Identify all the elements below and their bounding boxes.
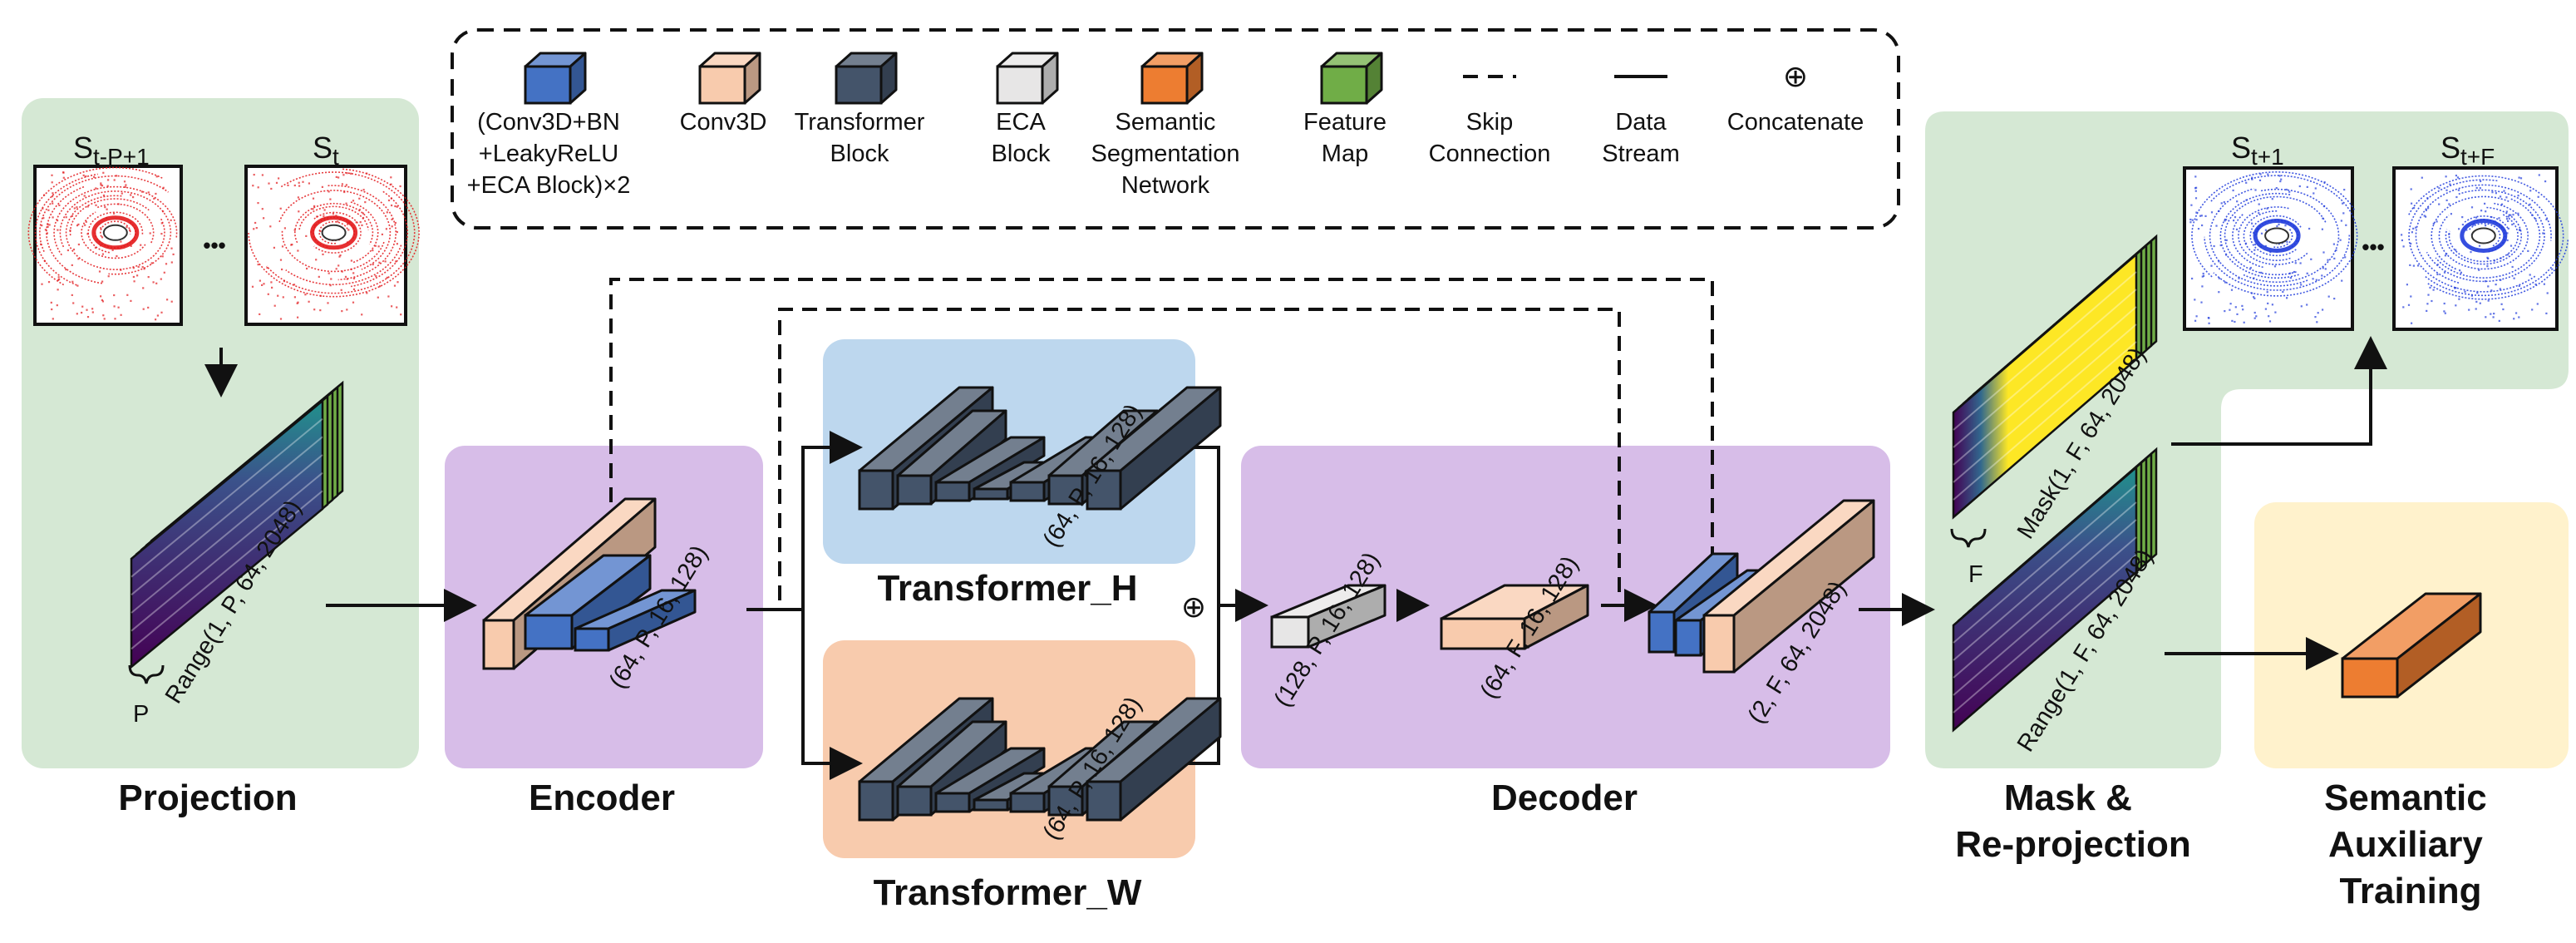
p-label: P [133,701,149,728]
decoder-conv3d-block [1440,584,1589,650]
decoder-conv3d-final [1702,499,1875,674]
stage-title-semantic: Semantic Auxiliary Training [2324,778,2497,911]
output-scan-first-label: St+1 [2231,131,2284,170]
range-in-feature-stack [130,380,344,669]
decoder-eca-block [1270,584,1387,649]
stage-title-decoder: Decoder [1491,778,1638,818]
encoder-block-2 [574,589,697,652]
stage-title-mask-reprojection: Mask & Re-projection [1955,778,2191,865]
p-brace [128,664,165,684]
concatenate-symbol: ⊕ [1181,590,1206,624]
input-scan-first [27,165,183,326]
legend-icon-3 [996,52,1059,105]
mask-feature-stack [1952,234,2158,520]
decoder-blocks [1270,499,1875,674]
semantic-network-block [2341,592,2482,699]
legend-box [451,28,1900,230]
skip-connection-outer [609,278,1714,597]
legend-label-8: Concatenate [1727,109,1864,136]
stage-title-transformer-w: Transformer_W [874,872,1142,913]
stage-title-encoder: Encoder [529,778,675,818]
transformer-w-block [858,697,1222,822]
semantic-segmentation-network [2341,592,2482,699]
legend-icon-2 [835,52,898,105]
output-scan-last-label: St+F [2441,131,2495,170]
legend-icon-4 [1140,52,1204,105]
range-out-feature-stack [1952,447,2158,733]
input-scan-first-label: St-P+1 [73,131,150,170]
tf-block-g [1086,386,1222,511]
legend-icon-5 [1320,52,1383,105]
output-scan-last [2392,166,2569,331]
legend-texts: (Conv3D+BN+LeakyReLU+ECA Block)×2 Conv3D T… [467,109,1864,199]
input-scans-ellipsis: ••• [203,233,225,258]
f-label: F [1968,561,1983,588]
legend-concat-icon: ⊕ [1783,59,1808,93]
output-scans-ellipsis: ••• [2362,235,2384,259]
stage-title-transformer-h: Transformer_H [877,568,1137,609]
input-scan-last [244,165,420,326]
encoder-blocks [482,497,697,670]
output-scan-first [2183,166,2358,331]
legend-icon-0 [524,52,587,105]
input-scan-last-label: St [313,131,339,170]
tf-block-g [1086,697,1222,822]
stage-title-projection: Projection [118,778,297,818]
legend-icon-1 [698,52,761,105]
stream-mask-to-output [2171,336,2387,446]
legend-label-1: Conv3D [680,109,767,136]
legend-label-0: (Conv3D+BN+LeakyReLU+ECA Block)×2 [467,109,631,199]
transformer-h-block [858,386,1222,511]
skip-connection-inner [778,308,1621,600]
legend-icons: ⊕ [524,52,1808,105]
f-brace [1950,528,1987,548]
